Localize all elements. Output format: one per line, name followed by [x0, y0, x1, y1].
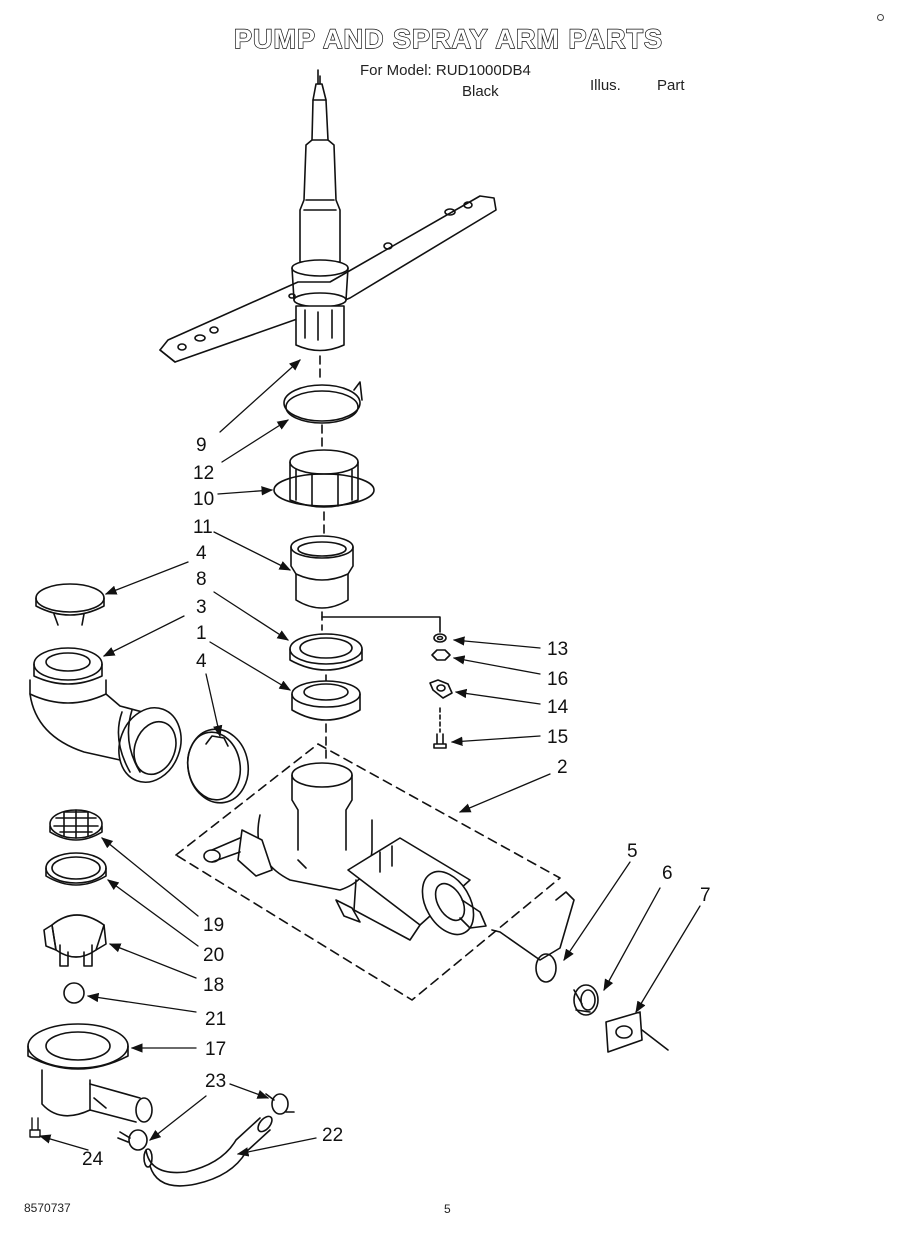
callout-10: 10 [193, 489, 215, 510]
clamp-23-left [117, 1129, 148, 1151]
clamp-4-lower [186, 728, 250, 804]
callout-13: 13 [547, 639, 569, 660]
leader-lines [38, 359, 701, 1157]
callout-19: 19 [203, 915, 225, 936]
seal-ring-20 [45, 852, 107, 886]
seal-8 [289, 633, 363, 686]
callout-11: 11 [193, 517, 213, 538]
callout-9: 9 [196, 435, 207, 456]
check-valve-18 [43, 914, 107, 967]
part-column-header: Part [657, 77, 685, 94]
callout-14: 14 [547, 697, 569, 718]
pump-motor-assembly-2 [175, 743, 561, 1001]
housing-10 [273, 449, 375, 536]
callout-6: 6 [662, 863, 673, 884]
callout-4-upper: 4 [196, 543, 207, 564]
elbow-hose-3 [29, 647, 182, 783]
clamp-23-right [265, 1093, 295, 1115]
callout-18: 18 [203, 975, 225, 996]
callout-2: 2 [557, 757, 568, 778]
bracket-5 [491, 891, 575, 983]
clamp-4-upper [35, 583, 105, 626]
callout-17: 17 [205, 1039, 227, 1060]
filter-screen-19 [49, 809, 103, 841]
callout-24: 24 [82, 1149, 104, 1170]
callout-15: 15 [547, 727, 569, 748]
hardware-13-16-14-15 [429, 633, 453, 749]
gasket-7 [605, 1011, 669, 1053]
spray-arm-assembly [159, 69, 497, 381]
callout-8: 8 [196, 569, 207, 590]
callout-4-lower: 4 [196, 651, 207, 672]
callout-20: 20 [203, 945, 225, 966]
collar-11 [290, 535, 441, 633]
callout-21: 21 [205, 1009, 227, 1030]
illus-column-header: Illus. [590, 77, 621, 94]
callout-5: 5 [627, 841, 638, 862]
callout-12: 12 [193, 463, 215, 484]
callout-16: 16 [547, 669, 569, 690]
screw-24 [29, 1117, 41, 1138]
callout-1: 1 [196, 623, 207, 644]
ball-21 [63, 982, 85, 1004]
sump-17 [27, 1023, 153, 1123]
drain-hose-22 [143, 1115, 273, 1187]
seal-1 [291, 680, 361, 761]
model-label: For Model: RUD1000DB4 [360, 62, 531, 79]
callout-7: 7 [700, 885, 711, 906]
callout-3: 3 [196, 597, 207, 618]
page-title: PUMP AND SPRAY ARM PARTS [233, 23, 664, 54]
page-number: 5 [444, 1202, 451, 1216]
grommet-6 [573, 984, 599, 1016]
callout-22: 22 [322, 1125, 344, 1146]
color-label: Black [462, 83, 499, 100]
registration-mark [877, 14, 884, 21]
clamp-ring-12 [283, 381, 363, 456]
callout-23: 23 [205, 1071, 227, 1092]
document-number: 8570737 [24, 1201, 71, 1215]
